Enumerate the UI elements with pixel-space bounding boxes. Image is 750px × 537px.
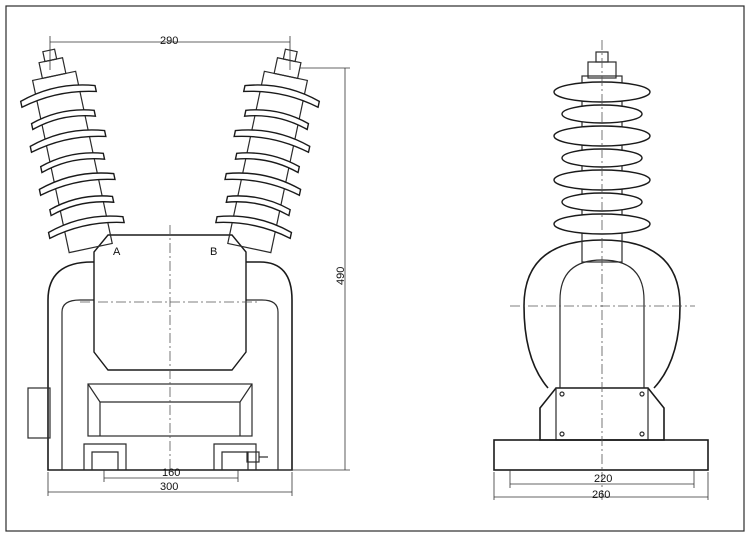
front-side-box (27, 387, 51, 439)
front-lower-housing (47, 261, 293, 471)
dim-text-160: 160 (162, 467, 180, 479)
bushing-right (214, 48, 321, 254)
terminal-a-label: A (113, 246, 121, 258)
dim-text-290: 290 (160, 35, 178, 47)
terminal-b-label: B (210, 246, 217, 258)
front-left-arch (61, 299, 94, 470)
dim-text-300: 300 (160, 481, 178, 493)
dim-text-260: 260 (592, 489, 610, 501)
front-right-arch (246, 299, 279, 470)
front-view: A B 290 490 160 300 (19, 35, 350, 496)
front-foot-right (213, 443, 257, 470)
sheet-border (5, 5, 745, 532)
ground-terminal (246, 451, 260, 463)
dim-text-490: 490 (335, 267, 347, 285)
dim-text-220: 220 (594, 473, 612, 485)
side-base-plate (493, 439, 709, 471)
side-view: 220 260 (493, 40, 709, 501)
bushing-left (19, 48, 126, 254)
front-foot-left (83, 443, 127, 470)
